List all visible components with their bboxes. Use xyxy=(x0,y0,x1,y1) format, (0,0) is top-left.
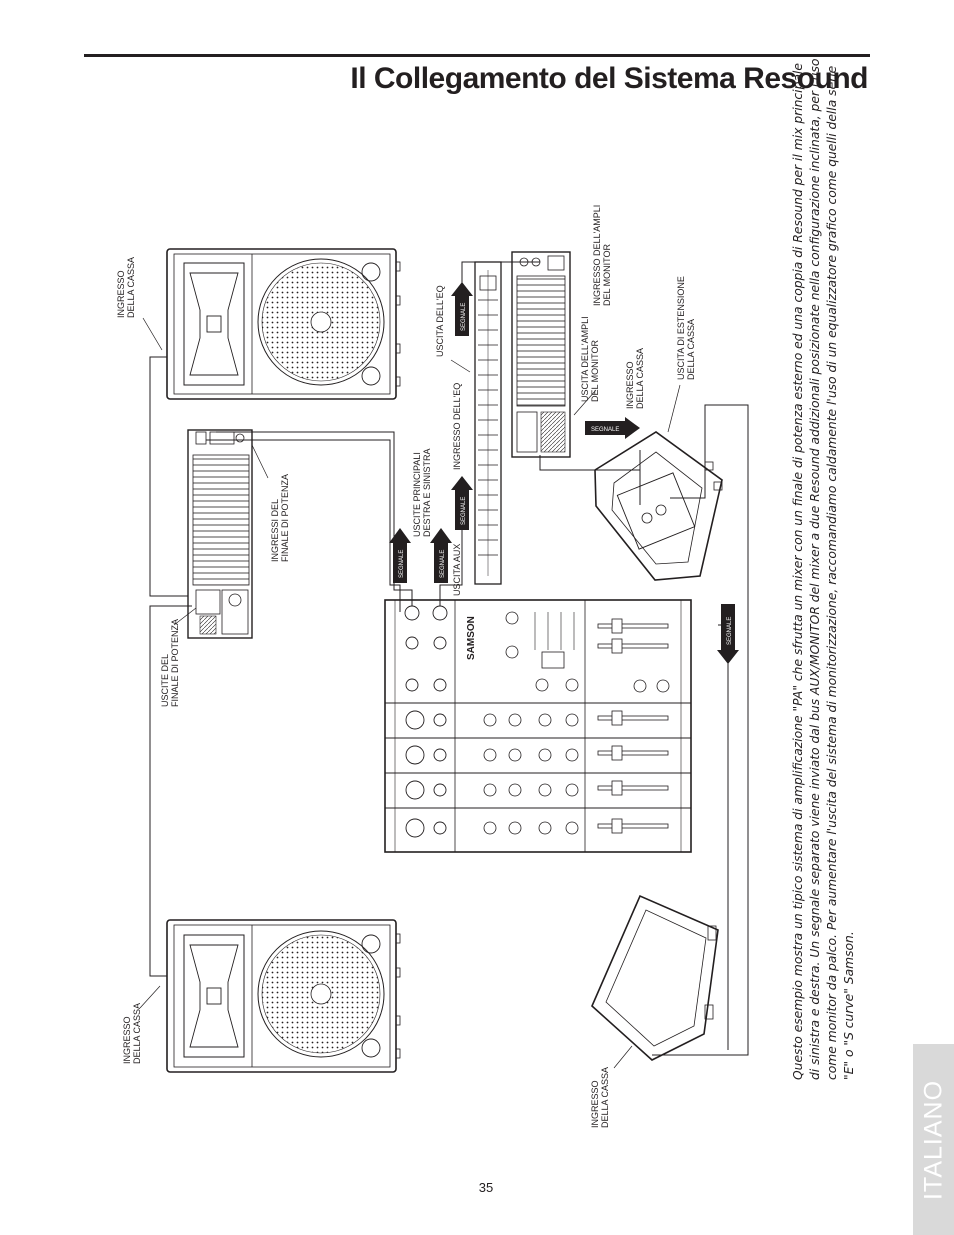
title-rule xyxy=(84,54,870,57)
label-text: USCITA DI ESTENSIONE xyxy=(676,276,686,380)
label-floor-wedge-input: INGRESSO DELLA CASSA xyxy=(590,1067,610,1128)
label-speaker-bottom-input: INGRESSO DELLA CASSA xyxy=(122,1003,142,1064)
label-text: DELLA CASSA xyxy=(126,257,136,318)
label-eq-input: INGRESSO DELL'EQ xyxy=(452,383,462,470)
graphic-equalizer xyxy=(474,261,502,585)
label-text: INGRESSO xyxy=(122,1016,132,1064)
label-extension-output: USCITA DI ESTENSIONE DELLA CASSA xyxy=(676,276,696,380)
label-eq-output: USCITA DELL'EQ xyxy=(435,285,445,357)
label-text: INGRESSI DEL xyxy=(270,499,280,562)
page-number: 35 xyxy=(478,1180,494,1195)
signal-label: SEGNALE xyxy=(399,550,405,578)
signal-label: SEGNALE xyxy=(727,617,733,645)
signal-label: SEGNALE xyxy=(591,427,619,433)
label-monitor-amp-output: USCITA DELL'AMPLI DEL MONITOR xyxy=(580,316,600,402)
signal-label: SEGNALE xyxy=(461,303,467,331)
signal-arrow-main-left xyxy=(389,528,411,583)
label-text: INGRESSO xyxy=(116,270,126,318)
signal-arrow-mixer-aux xyxy=(717,604,739,664)
label-text: DEL MONITOR xyxy=(590,339,600,402)
mixer xyxy=(384,599,692,853)
label-text: DELLA CASSA xyxy=(635,348,645,409)
label-text: USCITE PRINCIPALI xyxy=(412,452,422,537)
label-text: DELLA CASSA xyxy=(132,1003,142,1064)
label-main-outputs: USCITE PRINCIPALI DESTRA E SINISTRA xyxy=(412,448,432,537)
label-pointers xyxy=(139,317,681,1069)
label-text: DESTRA E SINISTRA xyxy=(422,448,432,537)
label-text: INGRESSO xyxy=(625,361,635,409)
label-text: FINALE DI POTENZA xyxy=(170,619,180,707)
label-text: USCITE DEL xyxy=(160,654,170,707)
signal-arrow-main-right xyxy=(430,528,452,583)
main-speaker-left xyxy=(166,919,401,1073)
label-text: USCITA DELL'AMPLI xyxy=(580,316,590,402)
label-monitor-amp-input: INGRESSO DELL'AMPLI DEL MONITOR xyxy=(592,205,612,306)
label-text: DELLA CASSA xyxy=(686,319,696,380)
signal-arrow-eq-output xyxy=(451,282,473,336)
diagram-caption: Questo esempio mostra un tipico sistema … xyxy=(791,58,856,1080)
signal-arrow-monitor-amp xyxy=(585,417,640,439)
signal-label: SEGNALE xyxy=(440,550,446,578)
monitor-amplifier xyxy=(511,251,571,458)
monitor-wedge-right xyxy=(594,431,723,581)
power-amplifier xyxy=(187,429,253,639)
label-amp-inputs: INGRESSI DEL FINALE DI POTENZA xyxy=(270,474,290,562)
label-text: INGRESSO DELL'AMPLI xyxy=(592,205,602,306)
label-text: INGRESSO xyxy=(590,1080,600,1128)
label-aux-output: USCITA AUX xyxy=(452,544,462,596)
label-wedge-input: INGRESSO DELLA CASSA xyxy=(625,348,645,409)
cables xyxy=(149,261,749,1056)
main-speaker-right xyxy=(166,248,401,400)
page-title: Il Collegamento del Sistema Resound xyxy=(350,62,868,95)
label-text: DELLA CASSA xyxy=(600,1067,610,1128)
language-tab[interactable]: ITALIANO xyxy=(913,1044,954,1235)
monitor-wedge-left xyxy=(591,894,719,1061)
label-amp-outputs: USCITE DEL FINALE DI POTENZA xyxy=(160,619,180,707)
signal-arrow-eq-input xyxy=(451,476,473,530)
mixer-brand: SAMSON xyxy=(466,616,477,660)
label-text: FINALE DI POTENZA xyxy=(280,474,290,562)
signal-label: SEGNALE xyxy=(461,497,467,525)
label-speaker-top-input: INGRESSO DELLA CASSA xyxy=(116,257,136,318)
label-text: DEL MONITOR xyxy=(602,243,612,306)
